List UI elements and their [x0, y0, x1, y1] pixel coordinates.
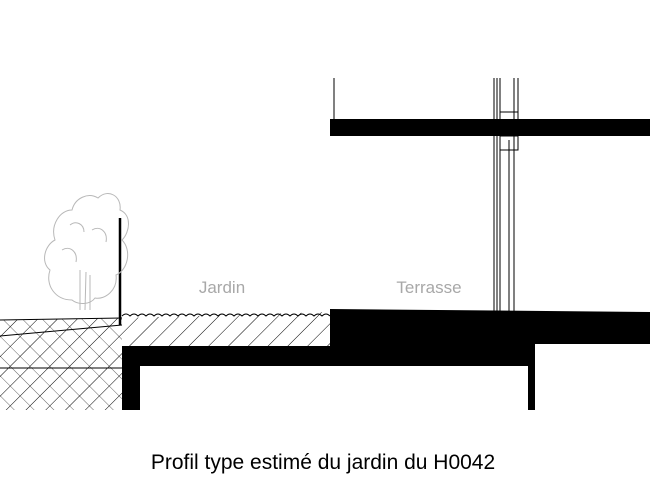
soil-section-left: [0, 318, 122, 410]
grass-surface: [121, 313, 331, 317]
drawing-caption: Profil type estimé du jardin du H0042: [151, 451, 495, 474]
upper-floor-slab: [330, 119, 650, 136]
facade-window-frame: [493, 78, 519, 312]
label-garden: Jardin: [199, 278, 245, 297]
soil-section-garden: [122, 312, 330, 352]
label-terrace: Terrasse: [396, 278, 461, 297]
tree-outline: [44, 193, 129, 311]
gravel-layer: [122, 346, 330, 350]
terrace-slab: [122, 309, 650, 410]
ground-line-left-2: [0, 324, 123, 337]
ground-line-left: [0, 317, 123, 321]
